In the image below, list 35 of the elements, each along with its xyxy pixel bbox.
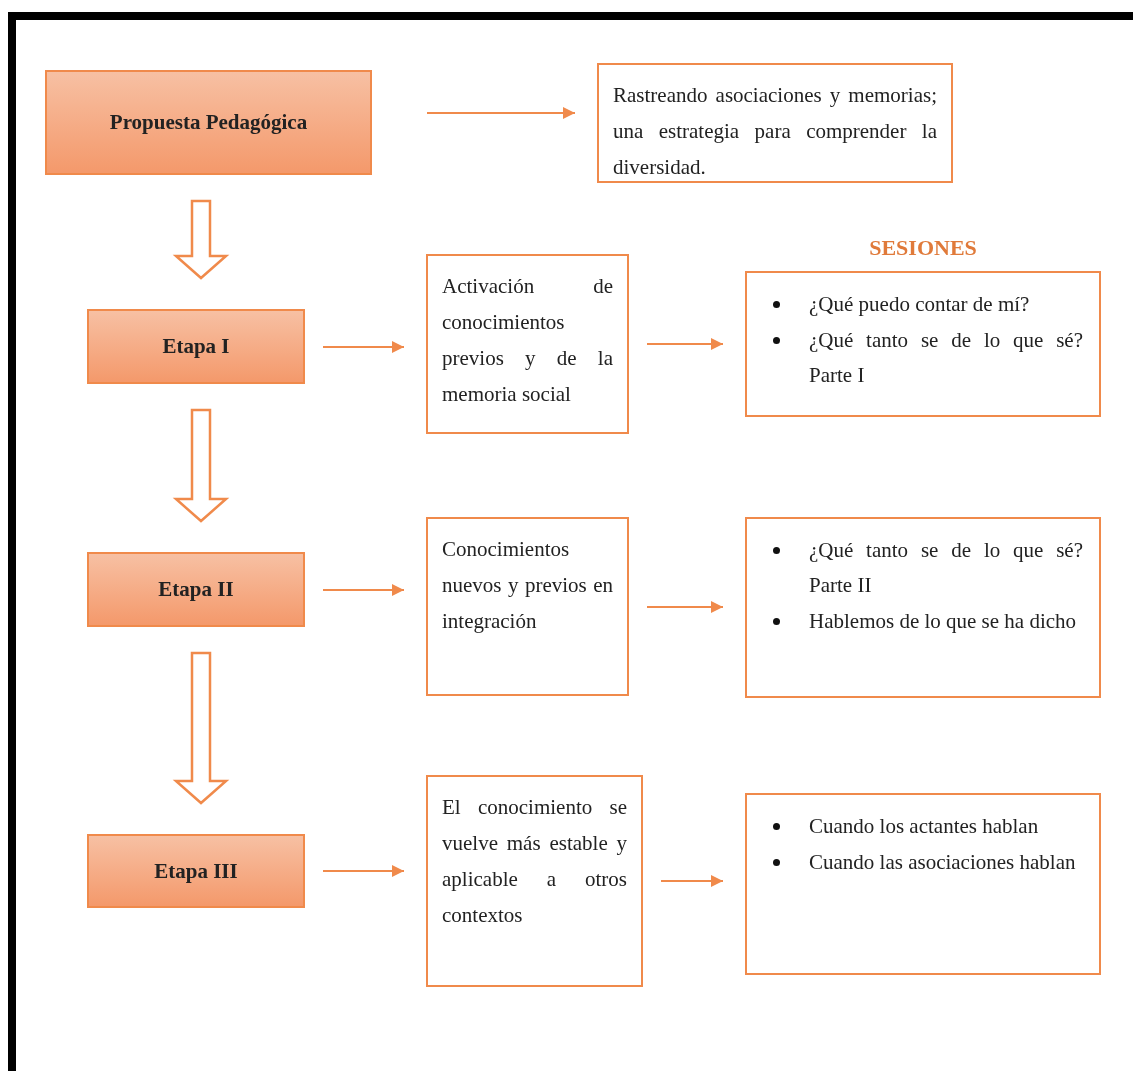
stage-box <box>87 552 305 627</box>
bullet-text: ¿Qué puedo contar de mí? <box>809 292 1030 316</box>
bullet-text: ¿Qué tanto se de lo que sé? Parte I <box>809 328 1083 387</box>
arrow <box>426 107 576 119</box>
stage-box <box>87 834 305 908</box>
description-text: Conocimientos nuevos y previos en integración <box>442 536 613 635</box>
stage-box <box>45 70 372 175</box>
stage-title: Propuesta Pedagógica <box>109 110 308 135</box>
bullet-text: Cuando las asociaciones hablan <box>809 850 1076 874</box>
section-heading: SESIONES <box>868 235 978 261</box>
arrow <box>646 338 724 350</box>
arrow <box>646 601 724 613</box>
text-box <box>426 254 629 434</box>
text-box <box>426 775 643 987</box>
stage-box <box>87 309 305 384</box>
stage-title: Etapa II <box>158 577 234 602</box>
bullet-text: Hablemos de lo que se ha dicho <box>809 609 1077 633</box>
arrow <box>660 875 724 887</box>
arrow <box>322 341 405 353</box>
bullet-text: Cuando los actantes hablan <box>809 814 1039 838</box>
description-text: El conocimiento se vuelve más estable y aplicable a otros contextos <box>442 794 627 929</box>
arrow <box>322 584 405 596</box>
block-arrow <box>172 199 230 280</box>
description-text: Activación de conocimientos previos y de la memoria social <box>442 273 613 408</box>
stage-title: Etapa I <box>162 334 230 359</box>
stage-title: Etapa III <box>154 858 238 884</box>
text-box <box>597 63 953 183</box>
sessions-box <box>745 517 1101 698</box>
block-arrow <box>172 651 230 805</box>
arrow <box>322 865 405 877</box>
block-arrow <box>172 408 230 523</box>
description-text: Rastreando asociaciones y memorias; una estrategia para comprender la diversidad. <box>613 82 937 181</box>
bullet-text: ¿Qué tanto se de lo que sé? Parte II <box>809 538 1083 597</box>
text-box <box>426 517 629 696</box>
sessions-box <box>745 793 1101 975</box>
